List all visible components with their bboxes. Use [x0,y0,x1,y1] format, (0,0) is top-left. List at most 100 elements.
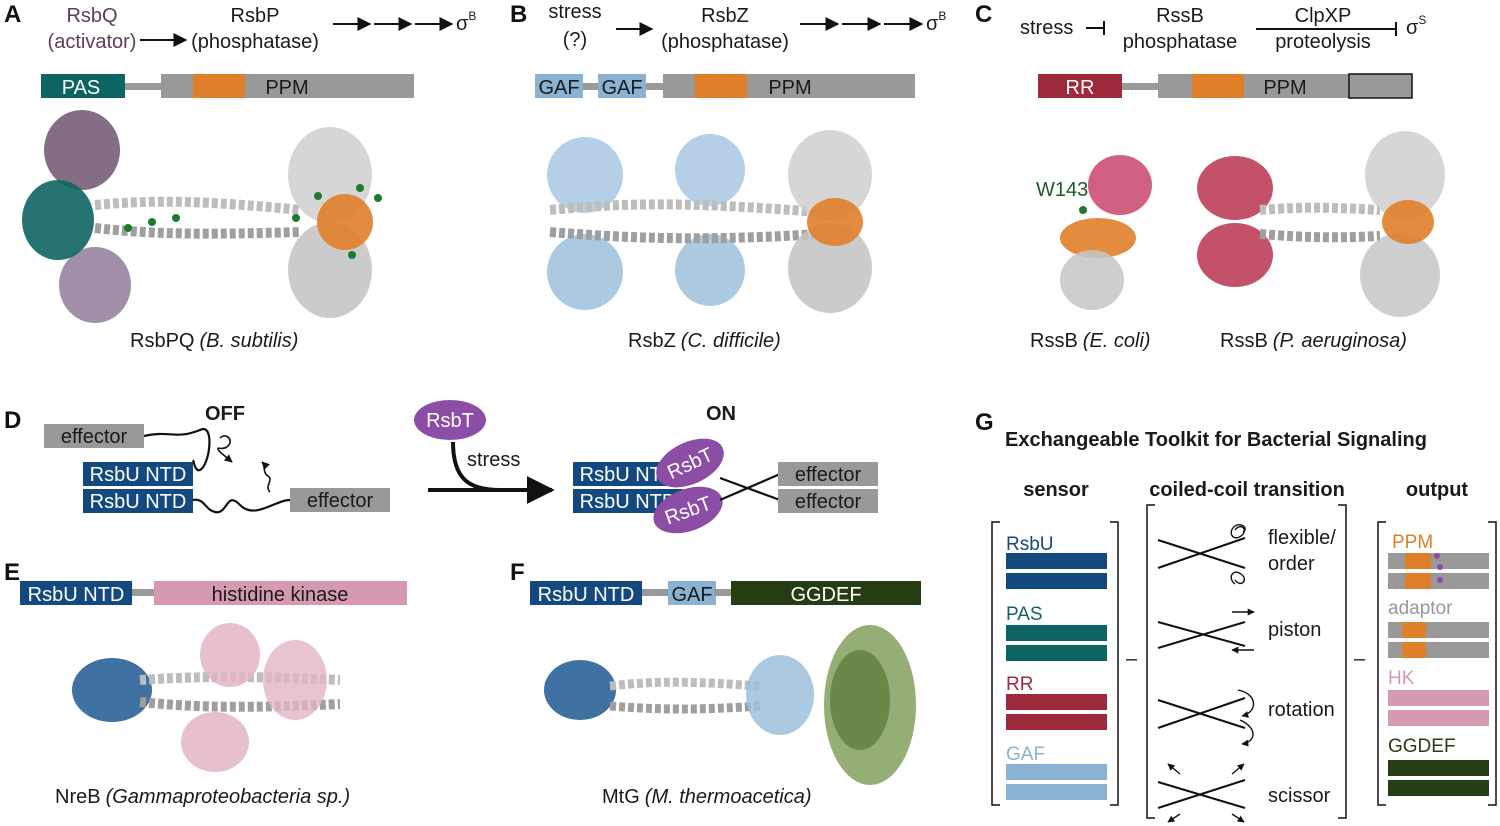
activator-label: (activator) [48,31,137,53]
domain-gaf [668,581,716,605]
panel-e: E RsbU NTD histidine kinase NreB(Gammapr… [4,559,407,808]
structure-mtg [544,625,916,785]
domain-ggdef-label: GGDEF [790,584,861,606]
rssb-label: RssB [1156,5,1204,27]
rsbt-bubble [656,438,724,488]
domain-rr-label: RR [1066,77,1095,99]
sensor-gaf-label: GAF [1006,744,1045,765]
domain-pas-label: PAS [62,77,101,99]
sensor-rsbu-label: RsbU [1006,534,1054,555]
transition-rotation-label: rotation [1268,699,1335,721]
transition-scissor: scissor [1157,763,1331,823]
domain-rr [1038,74,1122,98]
output-ppm: PPM [1388,532,1489,589]
rsbp-label: RsbP [231,5,280,27]
effector-box [44,424,144,448]
rsbu-ntd-label: RsbU NTD [90,491,187,513]
column-transition: coiled-coil transition [1149,479,1345,501]
structure-rssb-ecoli [1060,155,1152,310]
off-label: OFF [205,403,245,425]
domain-ppm-label: PPM [265,77,308,99]
panel-a-letter: A [4,1,21,28]
domain-ppm-label: PPM [1263,77,1306,99]
panel-f-letter: F [510,559,525,586]
effector-label: effector [795,464,862,486]
domain-rsbu-ntd-label: RsbU NTD [538,584,635,606]
transition-order-label: order [1268,553,1315,575]
proteolysis-label: proteolysis [1275,31,1371,53]
bracket-right [1488,521,1497,806]
bracket-left [991,521,1000,806]
sensor-pas: PAS [1006,604,1107,661]
phosphatase-label: phosphatase [1123,31,1238,53]
domain-ggdef [731,581,921,605]
panel-e-letter: E [4,559,20,586]
rsbz-label: RsbZ [701,5,749,27]
rsbt-bubble [414,400,486,440]
panel-b: B stress (?) RsbZ (phosphatase) σB GAF G… [510,1,946,352]
linker [582,83,602,90]
w143-label: W143 [1036,179,1088,201]
output-ggdef: GGDEF [1388,736,1489,796]
column-output: output [1406,479,1469,501]
bracket-left [1146,504,1155,819]
dash: – [1126,648,1138,670]
domain-histidine-kinase-label: histidine kinase [212,584,349,606]
sensor-gaf: GAF [1006,744,1107,800]
effector-box [290,488,390,512]
helix-squiggle [261,461,271,493]
transition-piston: piston [1157,608,1321,654]
domain-c-terminal [1348,73,1413,99]
stress-label: stress [1020,17,1073,39]
panel-g: G Exchangeable Toolkit for Bacterial Sig… [975,409,1497,823]
linker [130,589,156,596]
rsbq-label: RsbQ [66,5,117,27]
toolkit-title: Exchangeable Toolkit for Bacterial Signa… [1005,429,1427,451]
effector-label: effector [307,490,374,512]
sigma-symbol: σS [1406,13,1426,39]
domain-ppm-label: PPM [768,77,811,99]
linker [124,83,164,90]
structure-rsbpq [22,110,382,323]
caption-rsbpq: RsbPQ(B. subtilis) [130,330,298,352]
panel-b-letter: B [510,1,527,28]
helix-squiggle [217,435,233,463]
sigma-symbol: σB [926,9,946,35]
domain-gaf-2-label: GAF [601,77,642,99]
output-adaptor-label: adaptor [1388,598,1453,619]
transition-rotation: rotation [1157,689,1335,747]
domain-ppm [1158,74,1350,98]
phosphatase-label: (phosphatase) [191,31,319,53]
domain-gaf-2 [598,74,646,98]
bracket-left [1377,521,1386,806]
linker [645,83,665,90]
panel-c: C stress RssB phosphatase ClpXP proteoly… [975,1,1445,352]
transition-flexible-order: flexible/ order [1157,523,1336,585]
caption-mtg: MtG(M. thermoacetica) [602,786,812,808]
domain-gaf-1 [535,74,583,98]
sensor-rr: RR [1006,674,1107,730]
rsbu-ntd-box [83,489,193,513]
domain-gaf-label: GAF [671,584,712,606]
panel-a: A RsbQ (activator) RsbP (phosphatase) σB… [4,1,476,352]
output-ppm-label: PPM [1392,532,1433,553]
linker [714,589,732,596]
caption-rssb-paeruginosa: RssB(P. aeruginosa) [1220,330,1407,352]
panel-c-letter: C [975,1,992,28]
stress-label: stress [467,449,520,471]
on-label: ON [706,403,736,425]
structure-rsbz [547,130,872,313]
output-hk: HK [1388,668,1489,726]
effector-box [778,489,878,513]
rsbu-ntd-label: RsbU NTD [90,464,187,486]
output-hk-label: HK [1388,668,1415,689]
effector-box [778,462,878,486]
sigma-symbol: σB [456,9,476,35]
bracket-right [1338,504,1347,819]
sensor-rr-label: RR [1006,674,1033,695]
linker-loop [143,428,211,472]
panel-d-letter: D [4,407,21,434]
panel-f: F RsbU NTD GAF GGDEF MtG(M. thermoacetic… [510,559,921,808]
panel-d: D OFF effector RsbU NTD RsbU NTD effecto… [4,400,878,534]
